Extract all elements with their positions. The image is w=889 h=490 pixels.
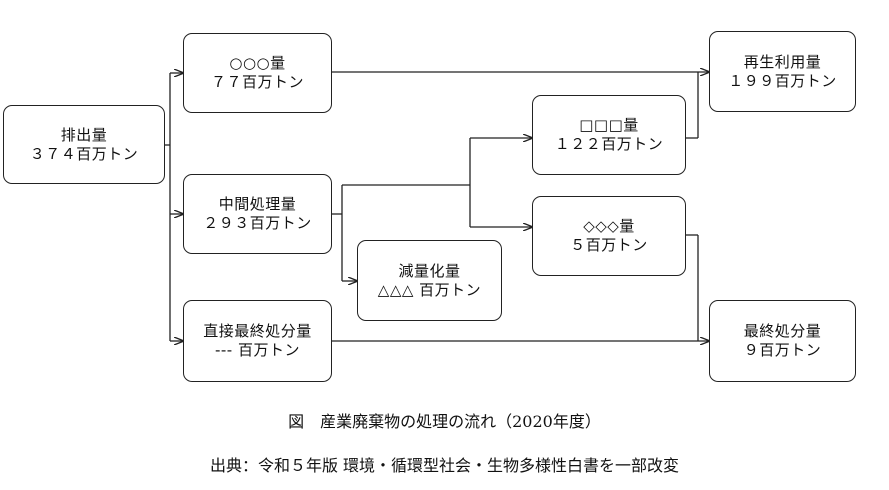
diamond-box: ◇◇◇量 ５百万トン xyxy=(532,196,686,276)
emission-box: 排出量 ３７４百万トン xyxy=(3,105,165,184)
source-note: 出典：令和５年版 環境・循環型社会・生物多様性白書を一部改変 xyxy=(209,456,680,475)
direct-value: --- 百万トン xyxy=(214,341,300,359)
square-value: １２２百万トン xyxy=(554,135,664,153)
recycling-value: １９９百万トン xyxy=(728,71,837,90)
circle-box: ○○○量 ７７百万トン xyxy=(183,33,332,113)
intermediate-label: 中間処理量 xyxy=(218,195,297,213)
direct-box: 直接最終処分量 --- 百万トン xyxy=(183,300,332,382)
final-value: ９百万トン xyxy=(743,341,822,359)
intermediate-value: ２９３百万トン xyxy=(203,214,312,232)
final-box: 最終処分量 ９百万トン xyxy=(709,300,856,382)
figure-title: 図 産業廃棄物の処理の流れ（2020年度） xyxy=(288,412,601,431)
recycling-label: 再生利用量 xyxy=(743,52,822,71)
square-label: □□□量 xyxy=(579,116,639,134)
reduction-box: 減量化量 △△△ 百万トン xyxy=(357,240,502,321)
reduction-label: 減量化量 xyxy=(398,261,461,280)
diamond-label: ◇◇◇量 xyxy=(583,217,635,235)
recycling-box: 再生利用量 １９９百万トン xyxy=(709,31,856,112)
intermediate-box: 中間処理量 ２９３百万トン xyxy=(183,174,332,254)
square-box: □□□量 １２２百万トン xyxy=(532,95,686,175)
final-label: 最終処分量 xyxy=(743,322,822,340)
direct-label: 直接最終処分量 xyxy=(203,322,312,340)
circle-value: ７７百万トン xyxy=(210,73,304,91)
emission-value: ３７４百万トン xyxy=(29,144,139,163)
reduction-value: △△△ 百万トン xyxy=(377,280,482,299)
emission-label: 排出量 xyxy=(60,125,108,144)
circle-label: ○○○量 xyxy=(229,54,286,72)
diamond-value: ５百万トン xyxy=(570,236,648,254)
